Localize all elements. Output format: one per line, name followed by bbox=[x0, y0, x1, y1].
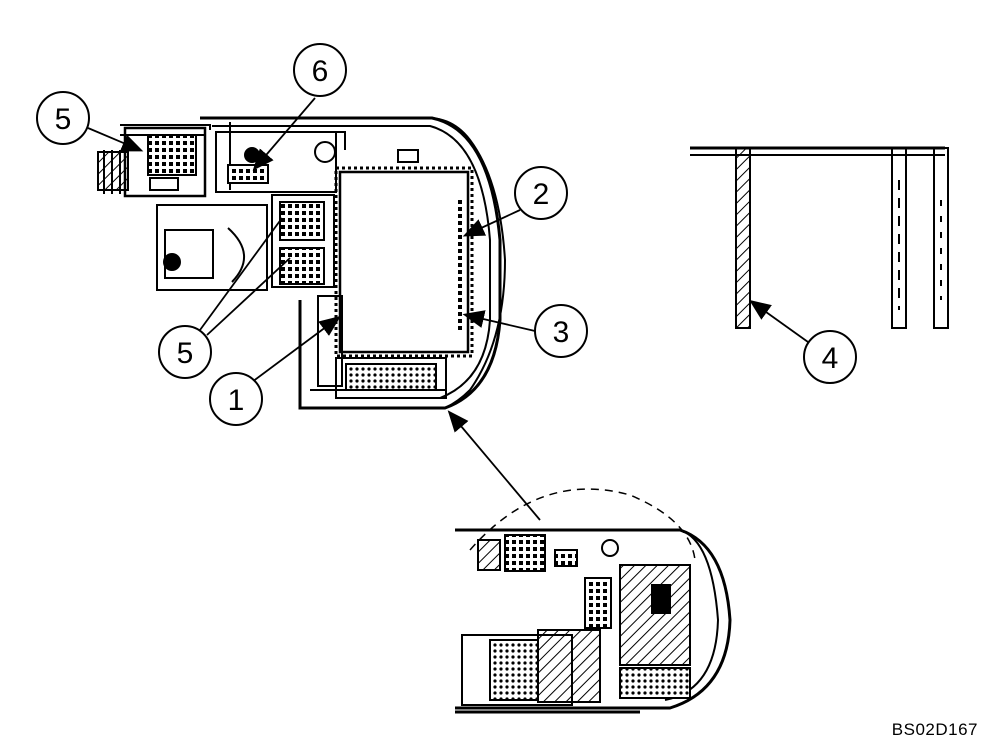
cab-top-view bbox=[97, 116, 507, 410]
callout-1: 1 bbox=[209, 372, 263, 426]
callout-5-top: 5 bbox=[36, 91, 90, 145]
leader-lines bbox=[87, 97, 809, 521]
detail-inset bbox=[455, 488, 732, 714]
callout-3: 3 bbox=[534, 304, 588, 358]
svg-text:5: 5 bbox=[177, 337, 194, 370]
callout-5-bottom: 5 bbox=[158, 325, 212, 379]
svg-text:3: 3 bbox=[553, 316, 570, 349]
svg-text:4: 4 bbox=[822, 342, 839, 375]
svg-text:6: 6 bbox=[312, 55, 329, 88]
reference-code: BS02D167 bbox=[891, 720, 978, 739]
svg-text:2: 2 bbox=[533, 178, 550, 211]
callout-6: 6 bbox=[293, 43, 347, 97]
callout-2: 2 bbox=[514, 166, 568, 220]
callout-4: 4 bbox=[803, 330, 857, 384]
section-view bbox=[690, 146, 949, 329]
svg-text:1: 1 bbox=[228, 384, 245, 417]
svg-text:5: 5 bbox=[55, 103, 72, 136]
